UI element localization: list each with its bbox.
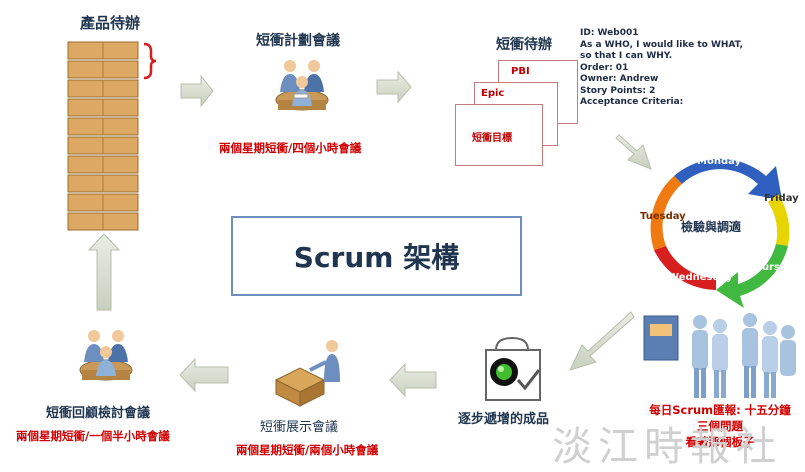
daily-scrum-team-icon — [643, 313, 796, 398]
arrow-backlog-to-planning — [180, 74, 214, 108]
product-backlog-label: 產品待辦 — [80, 14, 141, 32]
inspect-adapt-cycle — [650, 158, 790, 308]
arrow-review-to-retrospective — [179, 357, 229, 393]
story-line-who: As a WHO, I would like to WHAT, — [580, 39, 743, 50]
day-wednesday: Wednesday — [668, 272, 733, 283]
user-story-text: ID: Web001 As a WHO, I would like to WHA… — [580, 28, 743, 109]
story-line-owner: Owner: Andrew — [580, 74, 659, 84]
day-thursday: Thursday — [748, 262, 801, 273]
daily-scrum-line-2: 三個問題 — [697, 419, 743, 433]
arrow-cycle-to-increment — [569, 311, 635, 371]
pbi-card-label: PBI — [511, 66, 530, 77]
story-line-acceptance: Acceptance Criteria: — [580, 97, 684, 107]
watermark: 淡江時報社 — [552, 424, 782, 470]
daily-scrum-notes: 每日Scrum匯報: 十五分鐘 三個問題 看著那個板子 — [636, 402, 804, 450]
day-friday: Friday — [764, 193, 799, 204]
retrospective-meeting-icon — [79, 330, 133, 381]
sprint-goal-card: 短衝目標 — [455, 104, 543, 166]
arrow-planning-to-sprint-backlog — [376, 70, 412, 104]
retrospective-label: 短衝回顧檢討會議 — [46, 406, 151, 421]
sprint-goal-card-label: 短衝目標 — [472, 133, 512, 144]
sprint-review-icon — [274, 340, 340, 407]
daily-scrum-line-1: 每日Scrum匯報: 十五分鐘 — [649, 403, 791, 417]
diagram-title: Scrum 架構 — [293, 241, 460, 274]
story-line-points: Story Points: 2 — [580, 85, 656, 96]
sprint-review-note: 兩個星期短衝/兩個小時會議 — [236, 443, 379, 457]
day-monday: Monday — [697, 156, 742, 167]
arrow-retrospective-to-backlog — [87, 233, 121, 311]
increment-label: 逐步遞增的成品 — [458, 412, 550, 427]
arrow-sprint-backlog-to-cycle — [615, 134, 652, 170]
sprint-planning-note: 兩個星期短衝/四個小時會議 — [219, 141, 362, 155]
meeting-people-icon — [275, 60, 329, 111]
epic-card-label: Epic — [481, 88, 505, 99]
sprint-backlog-label: 短衝待辦 — [496, 37, 552, 53]
cycle-center-label: 檢驗與調適 — [681, 220, 742, 234]
story-line-order: Order: 01 — [580, 62, 629, 73]
sprint-planning-label: 短衝計劃會議 — [256, 33, 340, 49]
sprint-review-label: 短衝展示會議 — [260, 420, 339, 435]
increment-bag-icon — [485, 336, 541, 401]
retrospective-note: 兩個星期短衝/一個半小時會議 — [16, 429, 170, 443]
story-line-id: ID: Web001 — [580, 28, 639, 38]
day-tuesday: Tuesday — [640, 211, 686, 222]
story-line-why: so that I can WHY. — [580, 51, 673, 61]
backlog-stack-icon — [67, 41, 157, 231]
arrow-increment-to-review — [389, 362, 437, 398]
title-box: Scrum 架構 — [231, 216, 522, 296]
daily-scrum-line-3: 看著那個板子 — [685, 435, 755, 449]
